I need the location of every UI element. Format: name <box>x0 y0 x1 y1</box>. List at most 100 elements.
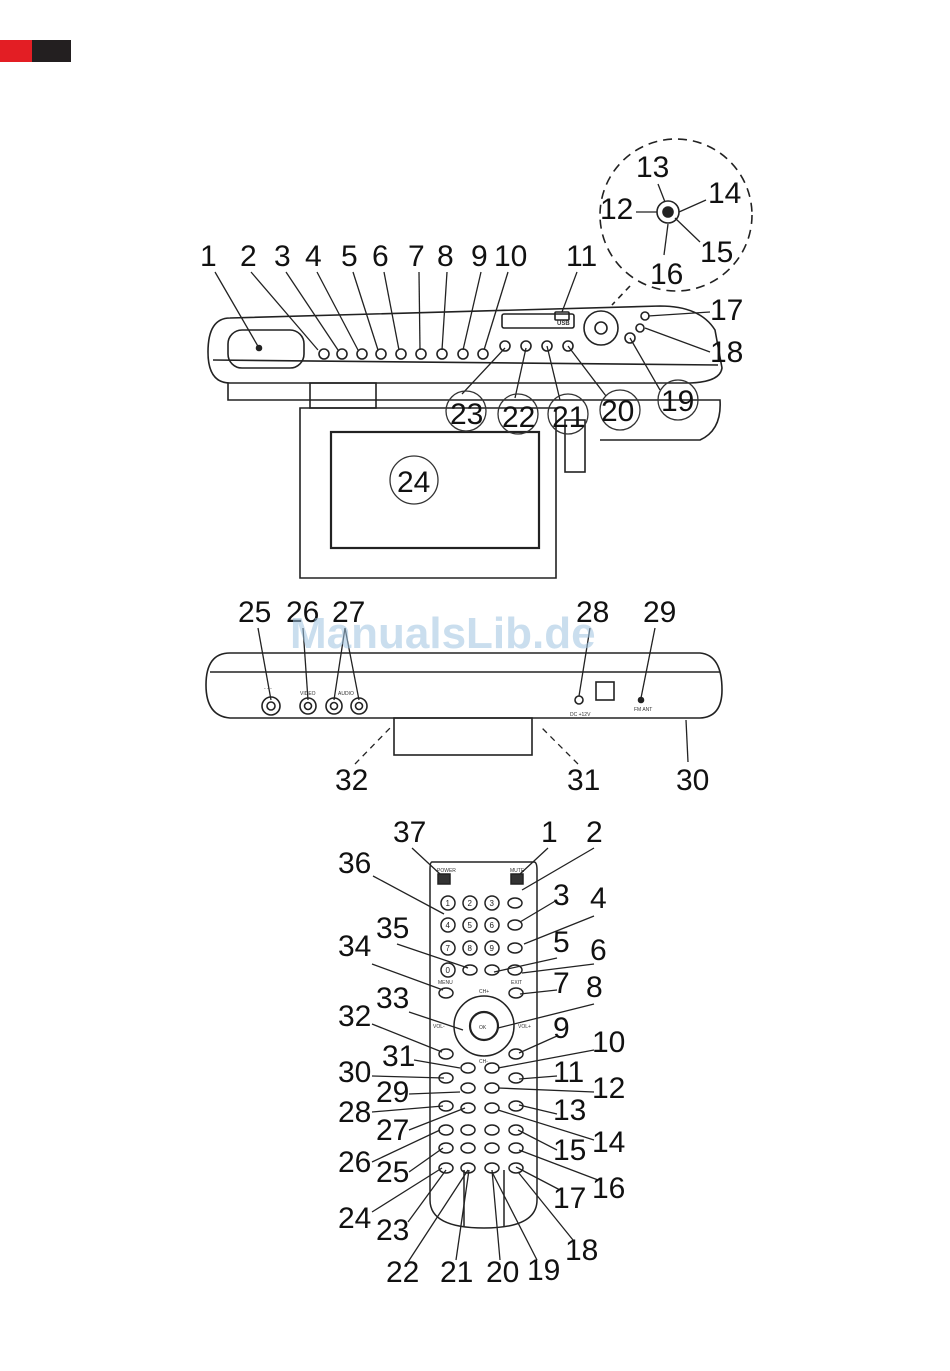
callout-leader <box>546 345 561 401</box>
callout-number: 8 <box>437 240 454 273</box>
unit-button[interactable] <box>356 348 368 360</box>
remote-digit-label: 2 <box>468 899 473 908</box>
callout-bubble <box>445 390 487 432</box>
callout-number: 22 <box>386 1256 419 1289</box>
callout-number: 37 <box>393 816 426 849</box>
remote-function-button[interactable] <box>438 1142 454 1154</box>
callout-leader <box>518 1035 558 1054</box>
remote-function-button[interactable] <box>508 1072 524 1084</box>
remote-digit-button[interactable] <box>440 895 456 911</box>
unit-button[interactable] <box>457 348 469 360</box>
remote-function-button[interactable] <box>460 1124 476 1136</box>
remote-function-button[interactable] <box>484 964 500 976</box>
remote-function-button[interactable] <box>438 987 454 999</box>
remote-digit-button[interactable] <box>462 940 478 956</box>
unit-button[interactable] <box>415 348 427 360</box>
remote-digit-button[interactable] <box>440 940 456 956</box>
callout-leader <box>561 271 578 313</box>
unit-button[interactable] <box>336 348 348 360</box>
remote-digit-label: 4 <box>446 921 451 930</box>
callout-number: 21 <box>440 1256 473 1289</box>
remote-function-button[interactable] <box>460 1082 476 1094</box>
dc-jack <box>574 695 584 705</box>
callout-number: 25 <box>376 1156 409 1189</box>
callout-leader <box>521 847 595 891</box>
remote-function-button[interactable] <box>484 1102 500 1114</box>
remote-function-button[interactable] <box>484 1082 500 1094</box>
remote-function-button[interactable] <box>484 1142 500 1154</box>
callout-number: 12 <box>600 193 633 226</box>
remote-function-button[interactable] <box>460 1162 476 1174</box>
remote-function-button[interactable] <box>508 1162 524 1174</box>
callout-leader <box>407 1169 447 1223</box>
remote-digit-button[interactable] <box>440 917 456 933</box>
remote-function-button[interactable] <box>462 964 478 976</box>
remote-digit-label: 5 <box>468 921 473 930</box>
remote-function-button[interactable] <box>507 942 523 954</box>
callout-leader <box>408 1011 464 1031</box>
callout-number: 1 <box>200 240 217 273</box>
unit-button[interactable] <box>499 340 511 352</box>
remote-ok-button[interactable] <box>468 1010 500 1042</box>
remote-function-button[interactable] <box>484 1124 500 1136</box>
callout-leader <box>257 627 272 701</box>
callout-number: 25 <box>238 596 271 629</box>
remote-digit-button[interactable] <box>462 895 478 911</box>
remote-function-button[interactable] <box>507 919 523 931</box>
callout-leader <box>647 311 711 317</box>
remote-function-button[interactable] <box>507 964 523 976</box>
remote-function-button[interactable] <box>508 1048 524 1060</box>
back-body <box>205 652 723 719</box>
callout-leader <box>411 847 441 875</box>
callout-number: 2 <box>586 816 603 849</box>
callout-leader <box>497 1087 595 1093</box>
remote-digit-button[interactable] <box>440 962 456 978</box>
remote-function-button[interactable] <box>460 1142 476 1154</box>
callout-number: 4 <box>305 240 322 273</box>
remote-function-button[interactable] <box>507 897 523 909</box>
remote-digit-button[interactable] <box>484 940 500 956</box>
remote-function-button[interactable] <box>438 1162 454 1174</box>
callout-leader <box>371 963 444 991</box>
unit-button[interactable] <box>541 340 553 352</box>
remote-function-button[interactable] <box>484 1062 500 1074</box>
remote-function-button[interactable] <box>508 1124 524 1136</box>
callout-number: 10 <box>494 240 527 273</box>
unit-button[interactable] <box>436 348 448 360</box>
remote-vol-minus-label: VOL- <box>433 1024 445 1030</box>
callout-leader <box>521 963 595 974</box>
callout-leader <box>523 915 595 945</box>
remote-function-button[interactable] <box>460 1062 476 1074</box>
callout-leader <box>408 1147 444 1173</box>
callout-leader <box>663 223 669 256</box>
callout-number: 2 <box>240 240 257 273</box>
callout-number: 5 <box>553 926 570 959</box>
callout-number: 10 <box>592 1026 625 1059</box>
callout-leader <box>285 271 339 351</box>
callout-number: 27 <box>332 596 365 629</box>
callout-number: 23 <box>376 1214 409 1247</box>
unit-button[interactable] <box>375 348 387 360</box>
callout-number: 24 <box>397 466 430 499</box>
remote-function-button[interactable] <box>438 1124 454 1136</box>
remote-digit-button[interactable] <box>484 895 500 911</box>
callout-number: 21 <box>552 401 585 434</box>
callout-number: 28 <box>338 1096 371 1129</box>
unit-button[interactable] <box>395 348 407 360</box>
unit-button[interactable] <box>318 348 330 360</box>
unit-button[interactable] <box>562 340 574 352</box>
remote-function-button[interactable] <box>508 987 524 999</box>
callout-leader <box>640 627 656 699</box>
remote-digit-button[interactable] <box>484 917 500 933</box>
callout-number: 36 <box>338 847 371 880</box>
unit-button[interactable] <box>477 348 489 360</box>
remote-function-button[interactable] <box>508 1142 524 1154</box>
callout-leader <box>519 847 549 875</box>
callout-leader <box>413 1059 461 1069</box>
remote-power-button[interactable] <box>437 873 451 885</box>
remote-function-button[interactable] <box>438 1048 454 1060</box>
remote-mute-button[interactable] <box>510 873 524 885</box>
remote-digit-button[interactable] <box>462 917 478 933</box>
remote-function-button[interactable] <box>460 1102 476 1114</box>
callout-leader <box>497 1109 595 1141</box>
